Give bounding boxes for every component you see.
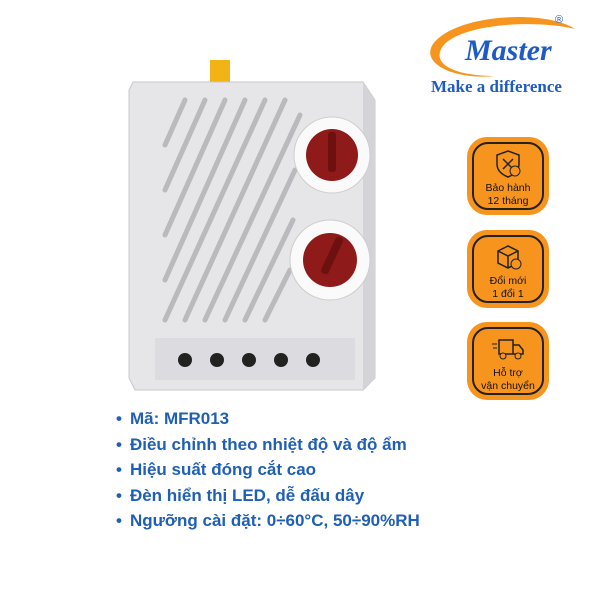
delivery-truck-icon [492,339,524,360]
feature-item: Đèn hiển thị LED, dễ đấu dây [116,483,420,509]
feature-item: Điều chỉnh theo nhiệt độ và độ ẩm [116,432,420,458]
badge-line2: 1 đổi 1 [492,288,524,300]
badge-line2: vận chuyển [481,380,535,392]
product-image-thermostat-hygrostat [125,60,385,400]
badge-line1: Bảo hành [485,182,531,194]
shield-tools-icon [496,150,521,178]
feature-item: Ngưỡng cài đặt: 0÷60°C, 50÷90%RH [116,508,420,534]
feature-item: Mã: MFR013 [116,406,420,432]
badge-line1: Hỗ trợ [493,367,523,379]
logo-swoosh-icon [430,17,575,77]
master-logo: Master ® [425,14,595,94]
badge-line2: 12 tháng [487,195,529,207]
feature-list: Mã: MFR013 Điều chỉnh theo nhiệt độ và đ… [116,406,420,534]
feature-item: Hiệu suất đóng cắt cao [116,457,420,483]
registered-mark: ® [555,14,564,26]
badge-line1: Đổi mới [489,275,527,287]
brand-tagline: Make a difference [431,77,562,96]
brand-name: Master [465,34,552,67]
box-check-icon [497,245,522,270]
